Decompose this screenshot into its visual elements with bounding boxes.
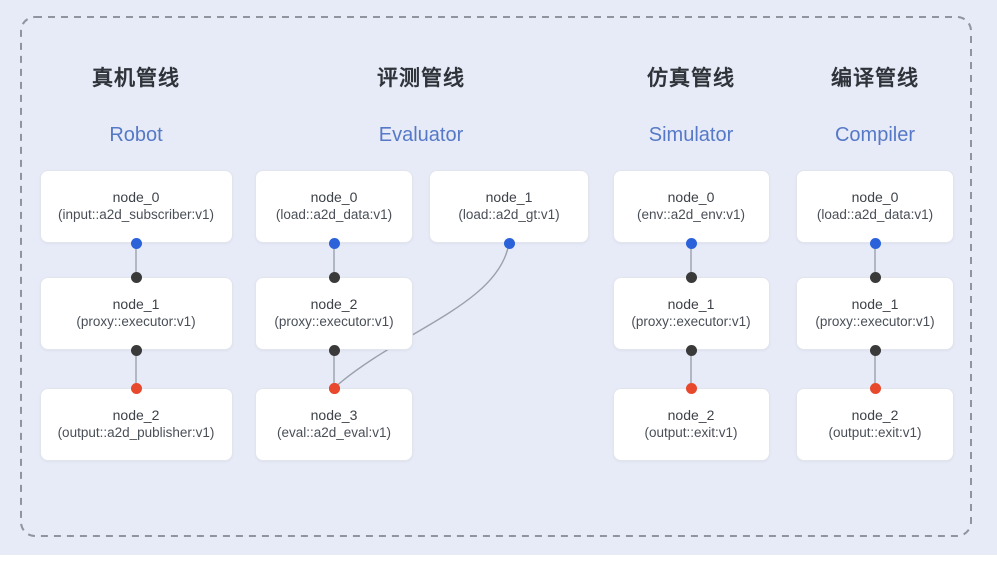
node-subtitle: (output::a2d_publisher:v1) [57, 425, 215, 441]
pipeline-node: node_1(proxy::executor:v1) [39, 277, 233, 350]
output-port-dot-dark [130, 344, 142, 356]
dashed-border [20, 16, 972, 537]
pipeline-node: node_3(eval::a2d_eval:v1) [255, 388, 413, 461]
output-port-dot-blue [328, 237, 340, 249]
pipeline-node: node_0(env::a2d_env:v1) [612, 170, 770, 243]
node-title: node_0 [851, 188, 899, 205]
node-subtitle: (proxy::executor:v1) [815, 314, 935, 330]
input-port-dot-dark [869, 271, 881, 283]
pipeline-node: node_0(input::a2d_subscriber:v1) [39, 170, 233, 243]
pipeline-title-en: Evaluator [378, 124, 464, 146]
output-port-dot-blue [130, 237, 142, 249]
pipeline-title-zh: 仿真管线 [647, 67, 735, 90]
pipeline-node: node_1(load::a2d_gt:v1) [429, 170, 589, 243]
pipeline-title-en: Robot [109, 124, 163, 146]
pipeline-node: node_2(output::exit:v1) [612, 388, 770, 461]
output-port-dot-dark [685, 344, 697, 356]
node-title: node_1 [485, 188, 533, 205]
output-port-dot-blue [869, 237, 881, 249]
pipeline-title-zh: 评测管线 [377, 67, 465, 90]
input-port-dot-red [130, 382, 142, 394]
node-subtitle: (output::exit:v1) [828, 425, 922, 441]
output-port-dot-blue [503, 237, 515, 249]
node-title: node_0 [310, 188, 358, 205]
node-subtitle: (proxy::executor:v1) [76, 314, 196, 330]
pipeline-node: node_1(proxy::executor:v1) [612, 277, 770, 350]
input-port-dot-dark [685, 271, 697, 283]
node-subtitle: (load::a2d_gt:v1) [458, 207, 560, 223]
output-port-dot-dark [869, 344, 881, 356]
node-title: node_2 [112, 406, 160, 423]
input-port-dot-dark [328, 271, 340, 283]
node-title: node_2 [667, 406, 715, 423]
output-port-dot-dark [328, 344, 340, 356]
pipeline-node: node_2(output::exit:v1) [796, 388, 954, 461]
node-subtitle: (input::a2d_subscriber:v1) [57, 207, 215, 223]
node-title: node_3 [310, 406, 358, 423]
node-subtitle: (proxy::executor:v1) [274, 314, 394, 330]
pipeline-node: node_0(load::a2d_data:v1) [796, 170, 954, 243]
input-port-dot-red [869, 382, 881, 394]
pipeline-node: node_2(proxy::executor:v1) [255, 277, 413, 350]
node-title: node_0 [667, 188, 715, 205]
input-port-dot-dark [130, 271, 142, 283]
node-subtitle: (env::a2d_env:v1) [636, 207, 746, 223]
edge-curved [333, 242, 510, 389]
node-subtitle: (proxy::executor:v1) [631, 314, 751, 330]
input-port-dot-red [328, 382, 340, 394]
pipeline-node: node_1(proxy::executor:v1) [796, 277, 954, 350]
node-subtitle: (load::a2d_data:v1) [816, 207, 934, 223]
node-title: node_2 [310, 295, 358, 312]
node-subtitle: (output::exit:v1) [644, 425, 738, 441]
node-title: node_0 [112, 188, 160, 205]
node-title: node_1 [667, 295, 715, 312]
pipeline-title-zh: 编译管线 [831, 67, 919, 90]
pipeline-node: node_0(load::a2d_data:v1) [255, 170, 413, 243]
node-title: node_1 [851, 295, 899, 312]
pipeline-title-zh: 真机管线 [92, 67, 180, 90]
input-port-dot-red [685, 382, 697, 394]
output-port-dot-blue [685, 237, 697, 249]
pipeline-title-en: Compiler [834, 124, 916, 146]
node-subtitle: (load::a2d_data:v1) [275, 207, 393, 223]
pipeline-title-en: Simulator [648, 124, 734, 146]
pipeline-node: node_2(output::a2d_publisher:v1) [39, 388, 233, 461]
bottom-strip [0, 555, 997, 563]
node-subtitle: (eval::a2d_eval:v1) [276, 425, 392, 441]
node-title: node_2 [851, 406, 899, 423]
node-title: node_1 [112, 295, 160, 312]
